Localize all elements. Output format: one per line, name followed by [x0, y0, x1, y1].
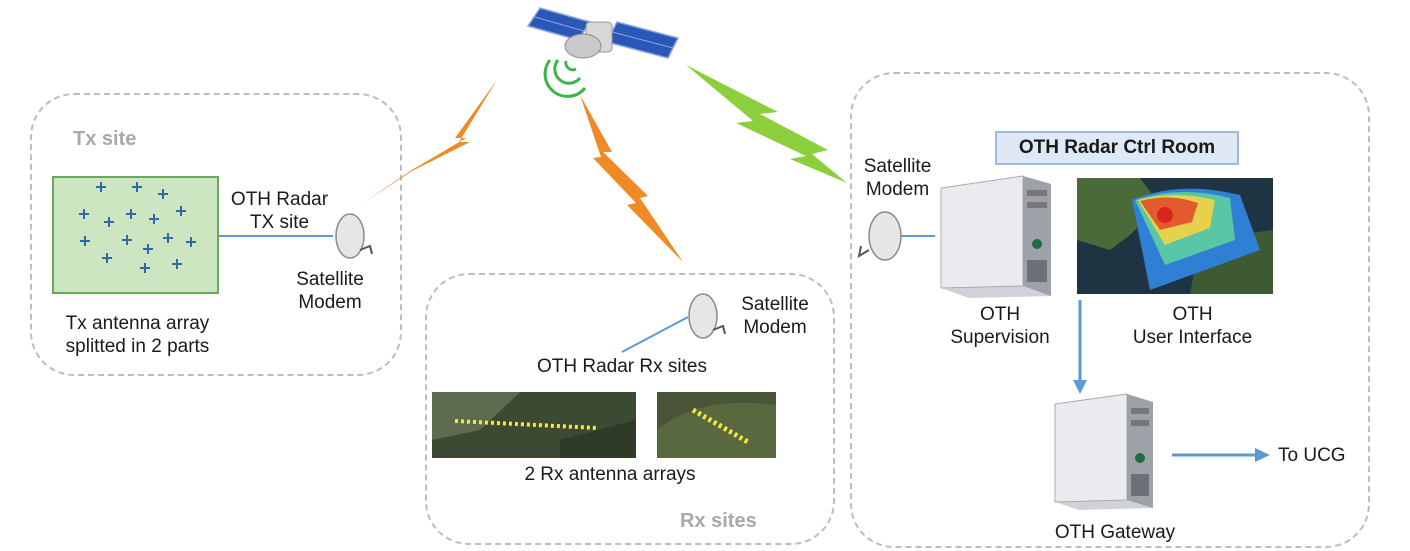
ctrl-room-title: OTH Radar Ctrl Room [995, 131, 1239, 165]
oth-radar-tx-site-label: OTH Radar TX site [230, 189, 329, 233]
tx-element-cross [96, 182, 106, 192]
satellite-dish-icon [335, 213, 373, 259]
tx-element-cross [79, 209, 89, 219]
tx-element-cross [176, 206, 186, 216]
tx-site-region [30, 93, 402, 376]
tx-antenna-array [52, 176, 219, 294]
ctrl-satellite-modem-label: Satellite Modem [863, 156, 932, 200]
oth-user-interface-label: OTH User Interface [1132, 304, 1253, 348]
server-tower-icon [940, 175, 1051, 298]
satellite-dish-icon [857, 211, 902, 261]
oth-supervision-label: OTH Supervision [950, 304, 1050, 348]
tx-element-cross [122, 235, 132, 245]
aerial-photo-image [657, 392, 776, 458]
rx-sites-title: Rx sites [680, 510, 757, 532]
ctrl-satellite-link-bolt [686, 65, 847, 183]
oth-radar-rx-sites-label: OTH Radar Rx sites [537, 356, 707, 377]
tx-element-cross [104, 217, 114, 227]
tx-antenna-array-label: Tx antenna array splitted in 2 parts [65, 313, 210, 357]
tx-element-cross [132, 182, 142, 192]
tx-element-cross [158, 189, 168, 199]
tx-element-cross [126, 209, 136, 219]
ctrl-room-region [850, 72, 1370, 548]
tx-element-cross [140, 263, 150, 273]
tx-element-cross [163, 233, 173, 243]
tx-element-cross [172, 259, 182, 269]
server-tower-icon [1054, 393, 1153, 510]
rx-sites-connector [621, 316, 689, 353]
to-ucg-label: To UCG [1278, 445, 1346, 466]
rx-antenna-arrays-label: 2 Rx antenna arrays [524, 464, 696, 485]
radar-map-image [1077, 178, 1273, 294]
satellite-icon [526, 7, 680, 98]
oth-gateway-label: OTH Gateway [1054, 522, 1176, 543]
satellite-dish-icon [688, 293, 726, 339]
rx-sites-region [425, 273, 835, 545]
tx-element-cross [149, 214, 159, 224]
aerial-photo-image [432, 392, 636, 458]
tx-element-cross [102, 253, 112, 263]
tx-element-cross [186, 237, 196, 247]
tx-satellite-modem-label: Satellite Modem [296, 269, 364, 313]
tx-site-title: Tx site [73, 128, 137, 150]
rx-satellite-modem-label: Satellite Modem [741, 294, 809, 338]
tx-element-cross [80, 236, 90, 246]
tx-element-cross [143, 244, 153, 254]
